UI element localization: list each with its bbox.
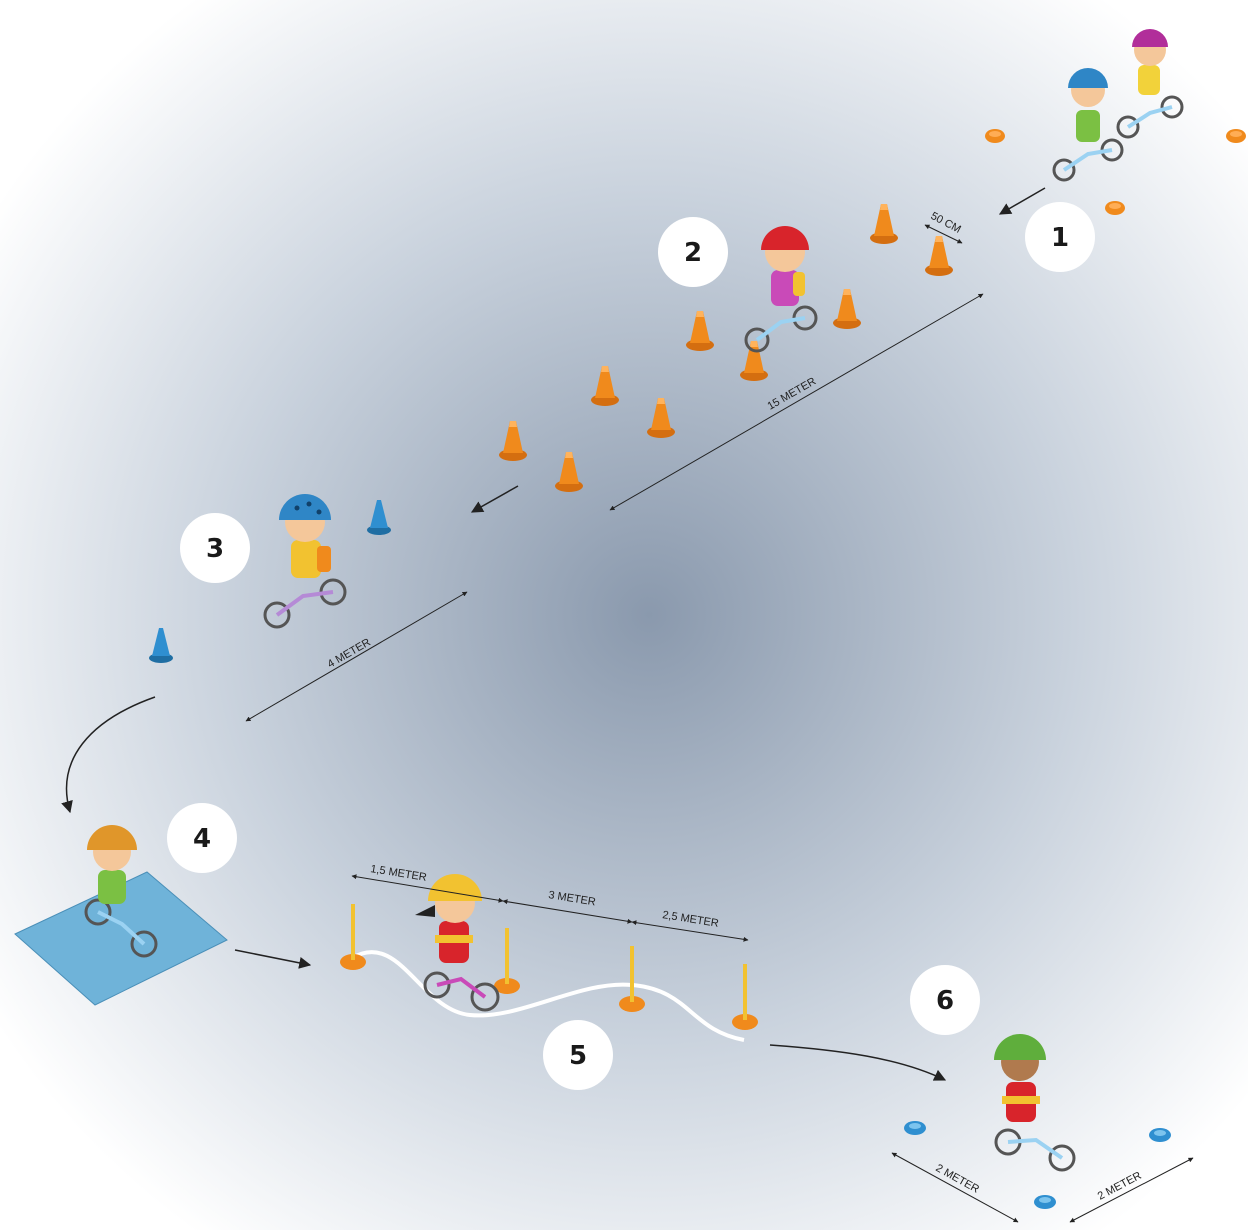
slalom-path — [350, 950, 745, 1042]
dimension-line — [609, 293, 984, 511]
arrow-icon — [769, 1044, 947, 1081]
flat-marker-icon — [985, 129, 1005, 143]
step-1-badge: 1 — [1025, 202, 1095, 272]
flat-marker-icon — [1105, 201, 1125, 215]
step-number: 2 — [684, 238, 702, 268]
dimension-line — [891, 1152, 1019, 1223]
child-on-balance-bike-icon — [994, 1034, 1076, 1172]
dimension-line — [924, 224, 963, 244]
flat-marker-icon — [904, 1121, 926, 1135]
dimension-line — [631, 920, 749, 942]
step-3-badge: 3 — [180, 513, 250, 583]
step-2-badge: 2 — [658, 217, 728, 287]
step-4-badge: 4 — [167, 803, 237, 873]
arrow-icon — [470, 485, 519, 513]
step-number: 4 — [193, 824, 211, 854]
step-5-badge: 5 — [543, 1020, 613, 1090]
dimension-line — [351, 874, 504, 903]
dimension-line — [1069, 1157, 1194, 1223]
child-on-balance-bike-icon — [263, 494, 347, 629]
step-number: 1 — [1051, 223, 1069, 253]
child-on-balance-bike-icon — [84, 825, 158, 958]
step-number: 6 — [936, 986, 954, 1016]
arrow-icon — [998, 187, 1046, 215]
flat-marker-icon — [1226, 129, 1246, 143]
flat-marker-icon — [1034, 1195, 1056, 1209]
arrow-icon — [234, 949, 312, 969]
arrow-icon — [61, 696, 156, 814]
child-on-balance-bike-icon — [1052, 68, 1124, 182]
step-number: 3 — [206, 534, 224, 564]
step-number: 5 — [569, 1041, 587, 1071]
flat-marker-icon — [1149, 1128, 1171, 1142]
child-on-balance-bike-icon — [1116, 29, 1184, 139]
dimension-line — [245, 591, 468, 722]
step-6-badge: 6 — [910, 965, 980, 1035]
dimension-line — [502, 899, 633, 924]
